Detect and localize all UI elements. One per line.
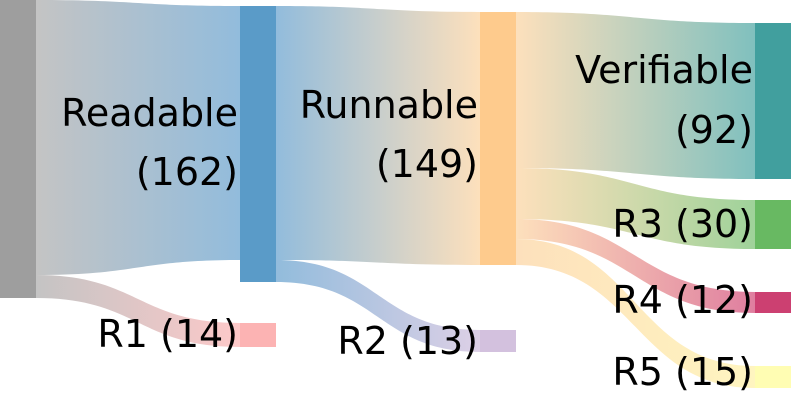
node-readable [240, 6, 276, 282]
node-r3 [755, 200, 791, 249]
label-verifiable-value: (92) [675, 108, 753, 152]
link-runnable-r4 [516, 219, 755, 313]
label-r2: R2 (13) [337, 319, 478, 363]
link-runnable-r5 [516, 239, 755, 388]
node-r2 [480, 330, 516, 352]
node-runnable [480, 12, 516, 265]
link-source-readable [36, 0, 240, 275]
label-r1: R1 (14) [97, 312, 238, 356]
node-r4 [755, 292, 791, 313]
node-verifiable [755, 23, 791, 179]
node-source [0, 0, 36, 298]
label-r5: R5 (15) [612, 350, 753, 394]
link-runnable-r3 [516, 168, 755, 249]
label-readable-name: Readable [61, 91, 238, 135]
label-r3: R3 (30) [612, 202, 753, 246]
link-readable-runnable [276, 6, 480, 265]
node-r1 [240, 323, 276, 347]
link-readable-r2 [276, 260, 480, 352]
link-runnable-verifiable [516, 12, 755, 179]
label-verifiable-name: Verifiable [575, 48, 753, 92]
label-runnable-value: (149) [376, 142, 478, 186]
label-readable-value: (162) [136, 150, 238, 194]
node-r5 [755, 366, 791, 388]
label-runnable-name: Runnable [300, 83, 478, 127]
label-r4: R4 (12) [612, 278, 753, 322]
link-source-r1 [36, 275, 240, 347]
